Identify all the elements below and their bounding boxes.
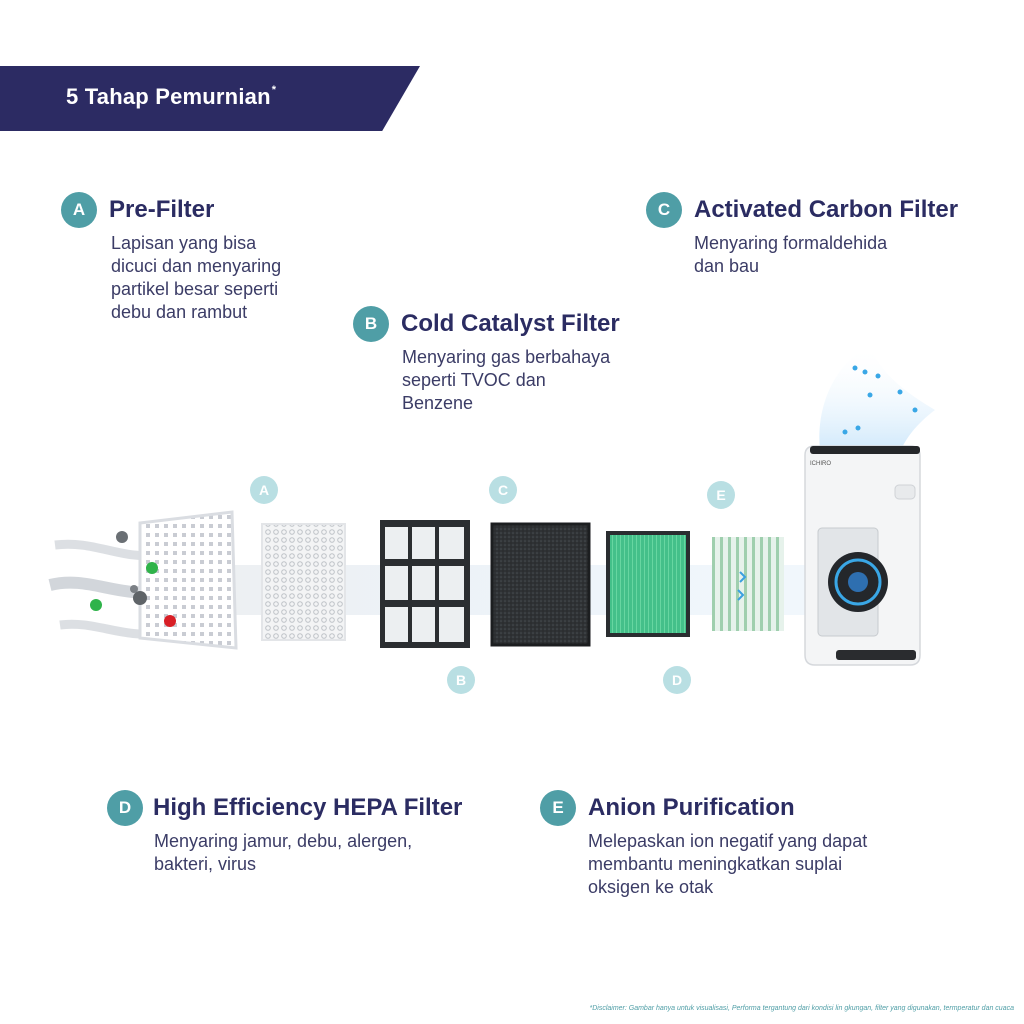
step-b-desc-line: Menyaring gas berbahaya bbox=[402, 347, 611, 367]
page-title-text: 5 Tahap Pemurnian bbox=[66, 84, 271, 109]
hepa-panel bbox=[606, 531, 690, 637]
header-banner bbox=[0, 66, 420, 131]
step-d-badge: D bbox=[107, 790, 143, 826]
step-e-desc-line: Melepaskan ion negatif yang dapat bbox=[588, 831, 868, 851]
diagram-marker-d: D bbox=[663, 666, 691, 694]
dust-particle bbox=[116, 531, 128, 543]
diagram-marker-e: E bbox=[707, 481, 735, 509]
diagram-marker-c: C bbox=[489, 476, 517, 504]
title-footnote-mark: * bbox=[271, 84, 277, 96]
step-a-desc-line: dicuci dan menyaring bbox=[111, 256, 282, 276]
step-b-title: Cold Catalyst Filter bbox=[401, 310, 620, 337]
step-c-description: Menyaring formaldehida dan bau bbox=[694, 232, 887, 278]
diagram-marker-a: A bbox=[250, 476, 278, 504]
step-e-desc-line: membantu meningkatkan suplai bbox=[588, 854, 843, 874]
step-d-title: High Efficiency HEPA Filter bbox=[153, 794, 463, 821]
step-d-desc-line: bakteri, virus bbox=[154, 854, 257, 874]
step-a-badge: A bbox=[61, 192, 97, 228]
step-e-title: Anion Purification bbox=[588, 794, 795, 821]
bacteria-particle bbox=[164, 615, 176, 627]
step-d-desc-line: Menyaring jamur, debu, alergen, bbox=[154, 831, 413, 851]
step-e-badge: E bbox=[540, 790, 576, 826]
step-d-description: Menyaring jamur, debu, alergen, bakteri,… bbox=[154, 830, 412, 876]
step-a-title: Pre-Filter bbox=[109, 196, 215, 223]
dust-particle bbox=[133, 591, 147, 605]
step-a-desc-line: partikel besar seperti bbox=[111, 279, 279, 299]
step-c-title: Activated Carbon Filter bbox=[694, 196, 959, 223]
step-b-desc-line: Benzene bbox=[402, 393, 474, 413]
step-c-desc-line: Menyaring formaldehida bbox=[694, 233, 888, 253]
purified-air-plume bbox=[819, 345, 935, 452]
step-a-desc-line: debu dan rambut bbox=[111, 302, 248, 322]
step-b-badge: B bbox=[353, 306, 389, 342]
step-e-description: Melepaskan ion negatif yang dapat memban… bbox=[588, 830, 867, 899]
filter-stack-illustration: ICHIRO bbox=[48, 345, 935, 666]
grid-frame-panel bbox=[380, 520, 470, 648]
page-title: 5 Tahap Pemurnian* bbox=[66, 84, 276, 110]
step-c-badge: C bbox=[646, 192, 682, 228]
air-purifier-device bbox=[804, 445, 921, 666]
anion-panel bbox=[712, 537, 784, 631]
step-e-desc-line: oksigen ke otak bbox=[588, 877, 714, 897]
device-brand-logo: ICHIRO bbox=[810, 461, 831, 467]
cold-catalyst-panel bbox=[261, 523, 346, 641]
activated-carbon-panel bbox=[490, 522, 591, 647]
ion-icon bbox=[737, 571, 747, 601]
step-b-description: Menyaring gas berbahaya seperti TVOC dan… bbox=[402, 346, 610, 415]
disclaimer-text: *Disclaimer: Gambar hanya untuk visualis… bbox=[589, 1005, 1014, 1012]
germ-particle bbox=[146, 562, 158, 574]
step-b-desc-line: seperti TVOC dan bbox=[402, 370, 546, 390]
pre-filter-panel bbox=[90, 510, 238, 650]
dust-particle bbox=[130, 585, 138, 593]
step-c-desc-line: dan bau bbox=[694, 256, 760, 276]
ion-droplets bbox=[842, 365, 918, 435]
diagram-marker-b: B bbox=[447, 666, 475, 694]
step-a-description: Lapisan yang bisa dicuci dan menyaring p… bbox=[111, 232, 281, 324]
germ-particle bbox=[90, 599, 102, 611]
step-a-desc-line: Lapisan yang bisa bbox=[111, 233, 257, 253]
